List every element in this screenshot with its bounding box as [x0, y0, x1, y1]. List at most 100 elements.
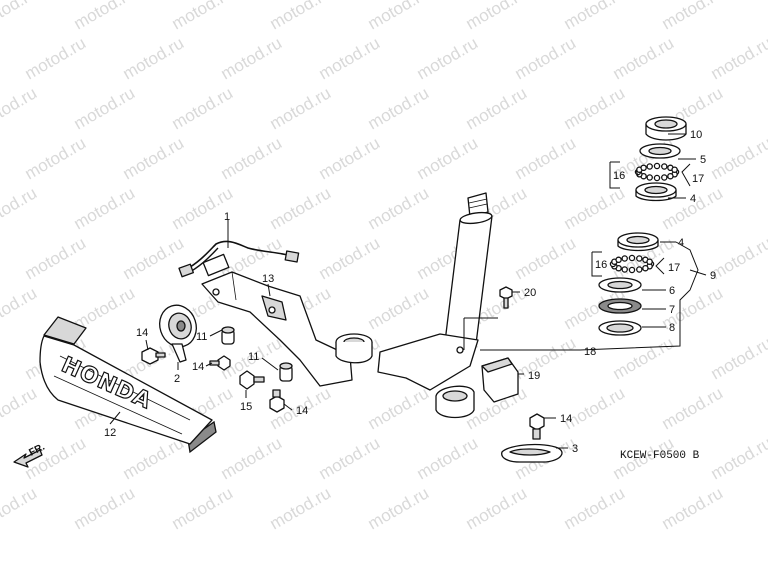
- watermark-text: motod.ru: [561, 483, 629, 533]
- callout-3: 3: [572, 443, 578, 455]
- watermark-text: motod.ru: [316, 233, 384, 283]
- bearing-ball: [615, 256, 622, 264]
- callout-20: 20: [524, 287, 536, 299]
- callout-13: 13: [262, 273, 274, 285]
- bearing-ball: [653, 174, 661, 182]
- bearing-ball: [661, 163, 668, 170]
- watermark-text: motod.ru: [512, 333, 580, 383]
- watermark-text: motod.ru: [71, 83, 139, 133]
- watermark-text: motod.ru: [0, 283, 40, 333]
- watermark-text: motod.ru: [22, 133, 90, 183]
- watermark-text: motod.ru: [414, 33, 482, 83]
- watermark-text: motod.ru: [169, 483, 237, 533]
- watermark-text: motod.ru: [512, 33, 580, 83]
- bearing-ball: [653, 162, 661, 170]
- bearing-ball: [628, 266, 636, 274]
- callout-1: 1: [224, 211, 230, 223]
- watermark-text: motod.ru: [218, 133, 286, 183]
- watermark-text: motod.ru: [708, 33, 768, 83]
- callout-4-lower: 4: [678, 237, 684, 249]
- callout-5: 5: [700, 154, 706, 166]
- watermark-text: motod.ru: [0, 483, 40, 533]
- bearing-ball: [642, 264, 649, 272]
- callout-10: 10: [690, 129, 702, 141]
- watermark-text: motod.ru: [169, 0, 237, 33]
- part-bolt-14-right: [529, 413, 545, 440]
- callout-11-upper: 11: [196, 331, 207, 343]
- callout-14-right: 14: [560, 413, 572, 425]
- diagram-code-label: KCEW-F0500 B: [620, 450, 700, 462]
- callout-16-upper: 16: [613, 170, 625, 182]
- callout-15: 15: [240, 401, 252, 413]
- part-race-5: [639, 143, 681, 159]
- watermark-text: motod.ru: [659, 383, 727, 433]
- watermark-text: motod.ru: [267, 183, 335, 233]
- part-bolt-20: [499, 286, 513, 309]
- callout-2: 2: [174, 373, 180, 385]
- watermark-text: motod.ru: [365, 83, 433, 133]
- watermark-text: motod.ru: [120, 133, 188, 183]
- watermark-text: motod.ru: [708, 133, 768, 183]
- part-bolt-14-left: [141, 347, 166, 365]
- part-bearing-balls-upper: [634, 162, 680, 182]
- watermark-text: motod.ru: [708, 333, 768, 383]
- watermark-text: motod.ru: [414, 433, 482, 483]
- part-steering-stem: [335, 192, 493, 419]
- part-bearing-balls-lower: [609, 254, 655, 274]
- part-clip-3: [501, 443, 563, 463]
- bearing-ball: [646, 163, 653, 170]
- callout-9: 9: [710, 270, 716, 282]
- bearing-ball: [646, 174, 653, 181]
- watermark-text: motod.ru: [365, 183, 433, 233]
- bearing-ball: [667, 172, 674, 180]
- bearing-ball: [640, 164, 647, 172]
- watermark-text: motod.ru: [218, 33, 286, 83]
- watermark-text: motod.ru: [365, 283, 433, 333]
- watermark-text: motod.ru: [71, 183, 139, 233]
- callout-14-mid: 14: [192, 361, 204, 373]
- watermark-text: motod.ru: [365, 0, 433, 33]
- watermark-text: motod.ru: [22, 33, 90, 83]
- watermark-text: motod.ru: [610, 33, 678, 83]
- watermark-text: motod.ru: [561, 0, 629, 33]
- watermark-text: motod.ru: [610, 333, 678, 383]
- part-washer-8: [598, 320, 642, 336]
- watermark-text: motod.ru: [71, 0, 139, 33]
- callout-17-upper: 17: [692, 173, 704, 185]
- callout-12: 12: [104, 427, 116, 439]
- watermark-text: motod.ru: [316, 433, 384, 483]
- watermark-text: motod.ru: [71, 483, 139, 533]
- callout-14-lower: 14: [296, 405, 308, 417]
- callout-6: 6: [669, 285, 675, 297]
- bearing-ball: [621, 255, 628, 262]
- part-collar-11-upper: [221, 326, 235, 345]
- leader-lines: [109, 133, 707, 449]
- watermark-text: motod.ru: [0, 83, 40, 133]
- part-bolt-14-lower: [269, 389, 285, 413]
- part-race-6: [598, 277, 642, 293]
- watermark-text: motod.ru: [316, 133, 384, 183]
- watermark-text: motod.ru: [512, 133, 580, 183]
- watermark-text: motod.ru: [414, 133, 482, 183]
- watermark-text: motod.ru: [169, 183, 237, 233]
- callout-18: 18: [584, 346, 596, 358]
- watermark-text: motod.ru: [22, 233, 90, 283]
- part-wire-harness: [178, 240, 300, 278]
- watermark-text: motod.ru: [120, 433, 188, 483]
- watermark-text: motod.ru: [267, 83, 335, 133]
- watermark-text: motod.ru: [120, 33, 188, 83]
- part-race-4-lower: [617, 232, 659, 252]
- watermark-text: motod.ru: [561, 83, 629, 133]
- watermark-text: motod.ru: [316, 33, 384, 83]
- part-bolt-14-mid: [209, 355, 231, 371]
- watermark-text: motod.ru: [267, 483, 335, 533]
- watermark-text: motod.ru: [365, 383, 433, 433]
- watermark-text: motod.ru: [0, 0, 40, 33]
- bearing-ball: [628, 254, 636, 262]
- part-horn: [159, 304, 197, 363]
- bearing-ball: [636, 266, 643, 273]
- watermark-text: motod.ru: [463, 483, 531, 533]
- watermark-text: motod.ru: [120, 233, 188, 283]
